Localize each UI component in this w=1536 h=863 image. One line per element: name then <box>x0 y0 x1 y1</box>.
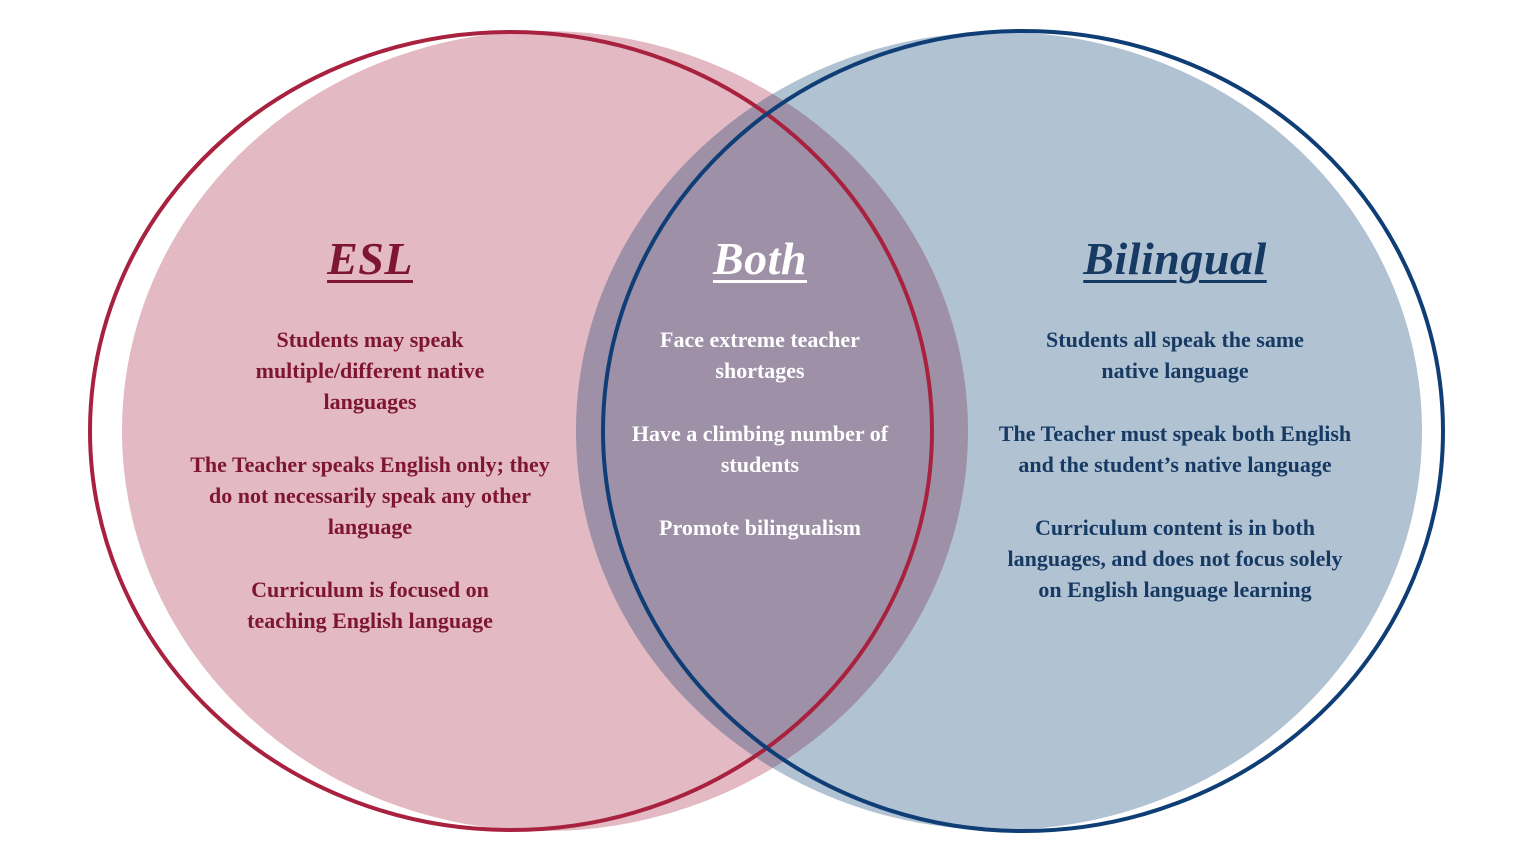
esl-circle-outline <box>88 30 934 832</box>
bilingual-section: Bilingual Students all speak the same na… <box>990 232 1360 637</box>
both-item: Have a climbing number of students <box>631 421 889 477</box>
bilingual-item: Students all speak the same native langu… <box>1046 327 1304 383</box>
esl-item: Curriculum is focused on teaching Englis… <box>247 577 493 633</box>
both-section: Both Face extreme teacher shortages Have… <box>615 232 905 575</box>
bilingual-item: Curriculum content is in both languages,… <box>1007 515 1343 602</box>
esl-item: Students may speak multiple/different na… <box>255 327 485 414</box>
both-title: Both <box>712 233 808 284</box>
bilingual-circle-outline <box>601 29 1445 833</box>
both-item: Promote bilingualism <box>659 515 861 540</box>
esl-section: ESL Students may speak multiple/differen… <box>180 232 560 668</box>
overlap-region <box>576 32 968 830</box>
bilingual-title: Bilingual <box>1083 233 1267 284</box>
esl-item: The Teacher speaks English only; they do… <box>190 452 550 539</box>
bilingual-item: The Teacher must speak both English and … <box>998 421 1352 477</box>
esl-title: ESL <box>327 233 413 284</box>
both-item: Face extreme teacher shortages <box>660 327 860 383</box>
